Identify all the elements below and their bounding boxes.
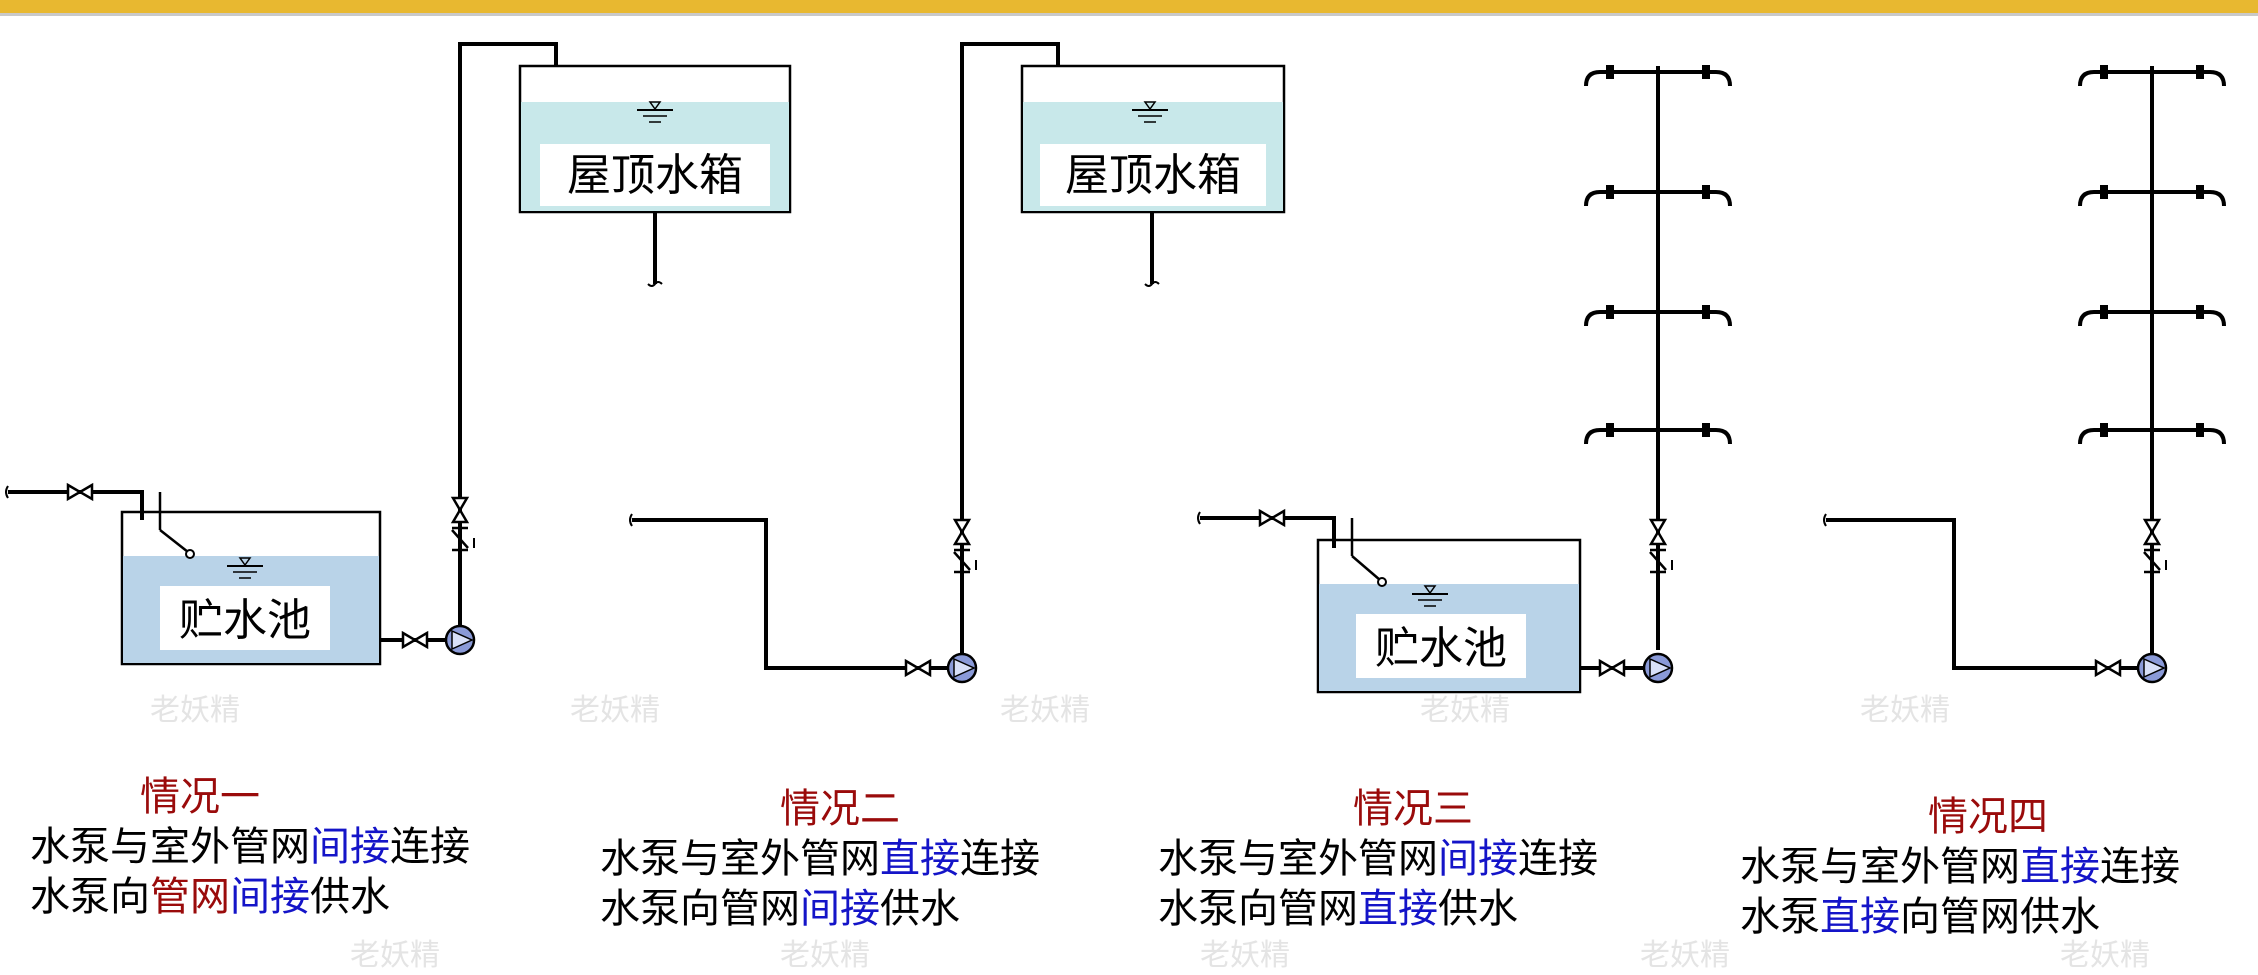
watermark-text: 老妖精 xyxy=(1860,693,1950,728)
case-4-line2: 水泵直接向管网供水 xyxy=(1740,892,2180,942)
text: 水泵向管网 xyxy=(1158,886,1358,932)
highlight-blue: 间接 xyxy=(1438,836,1518,882)
watermark-text: 老妖精 xyxy=(350,938,440,973)
storage-pool-label: 贮水池 xyxy=(179,595,311,646)
watermark-text: 老妖精 xyxy=(150,693,240,728)
case-2-line2: 水泵向管网间接供水 xyxy=(600,884,1040,934)
case-3-diagram: 贮水池 xyxy=(1197,63,1732,694)
case-4-diagram xyxy=(1823,63,2226,684)
case-1-line2: 水泵向管网间接供水 xyxy=(30,872,470,922)
highlight-blue: 直接 xyxy=(880,836,960,882)
top-divider xyxy=(0,13,2258,16)
pump-icon xyxy=(946,652,978,684)
text: 连接 xyxy=(960,836,1040,882)
highlight-blue: 间接 xyxy=(310,824,390,870)
case-3-line1: 水泵与室外管网间接连接 xyxy=(1158,834,1598,884)
storage-pool-label: 贮水池 xyxy=(1375,623,1507,674)
highlight-blue: 直接 xyxy=(1358,886,1438,932)
highlight-blue: 直接 xyxy=(2020,844,2100,890)
case-1-diagram: 屋顶水箱 贮水池 xyxy=(5,42,792,666)
case-2-diagram: 屋顶水箱 xyxy=(629,42,1286,684)
watermark-text: 老妖精 xyxy=(780,938,870,973)
top-accent-bar xyxy=(0,0,2258,13)
watermark-text: 老妖精 xyxy=(1000,693,1090,728)
text: 水泵与室外管网 xyxy=(1740,844,2020,890)
pump-icon xyxy=(1642,652,1674,684)
text: 供水 xyxy=(310,874,390,920)
watermark-layer: 老妖精 老妖精 老妖精 老妖精 老妖精 老妖精 老妖精 老妖精 老妖精 老妖精 xyxy=(150,693,2150,973)
text: 连接 xyxy=(390,824,470,870)
case-1-line1: 水泵与室外管网间接连接 xyxy=(30,822,470,872)
text: 水泵与室外管网 xyxy=(1158,836,1438,882)
case-4-title: 情况四 xyxy=(1928,794,2048,840)
highlight-blue: 间接 xyxy=(230,874,310,920)
highlight-blue: 间接 xyxy=(800,886,880,932)
text: 水泵向管网 xyxy=(600,886,800,932)
text: 水泵 xyxy=(1740,894,1820,940)
text: 供水 xyxy=(1438,886,1518,932)
watermark-text: 老妖精 xyxy=(1200,938,1290,973)
case-1-title: 情况一 xyxy=(140,774,260,820)
pump-icon xyxy=(444,624,476,656)
case-4-caption: 情况四 水泵与室外管网直接连接 水泵直接向管网供水 xyxy=(1740,792,2180,942)
case-4-line1: 水泵与室外管网直接连接 xyxy=(1740,842,2180,892)
case-2-line1: 水泵与室外管网直接连接 xyxy=(600,834,1040,884)
case-2-caption: 情况二 水泵与室外管网直接连接 水泵向管网间接供水 xyxy=(600,784,1040,934)
roof-tank-label: 屋顶水箱 xyxy=(1065,150,1241,201)
text: 向管网供水 xyxy=(1900,894,2100,940)
text: 水泵与室外管网 xyxy=(30,824,310,870)
pump-icon xyxy=(2136,652,2168,684)
roof-tank-label: 屋顶水箱 xyxy=(567,150,743,201)
case-2-title: 情况二 xyxy=(780,786,900,832)
text: 供水 xyxy=(880,886,960,932)
watermark-text: 老妖精 xyxy=(570,693,660,728)
watermark-text: 老妖精 xyxy=(1420,693,1510,728)
case-1-caption: 情况一 水泵与室外管网间接连接 水泵向管网间接供水 xyxy=(30,772,470,922)
text: 连接 xyxy=(1518,836,1598,882)
case-3-line2: 水泵向管网直接供水 xyxy=(1158,884,1598,934)
highlight-blue: 直接 xyxy=(1820,894,1900,940)
case-3-title: 情况三 xyxy=(1353,786,1473,832)
text: 水泵向 xyxy=(30,874,150,920)
text: 连接 xyxy=(2100,844,2180,890)
highlight-red: 管网 xyxy=(150,874,230,920)
case-3-caption: 情况三 水泵与室外管网间接连接 水泵向管网直接供水 xyxy=(1158,784,1598,934)
watermark-text: 老妖精 xyxy=(1640,938,1730,973)
text: 水泵与室外管网 xyxy=(600,836,880,882)
watermark-text: 老妖精 xyxy=(2060,938,2150,973)
